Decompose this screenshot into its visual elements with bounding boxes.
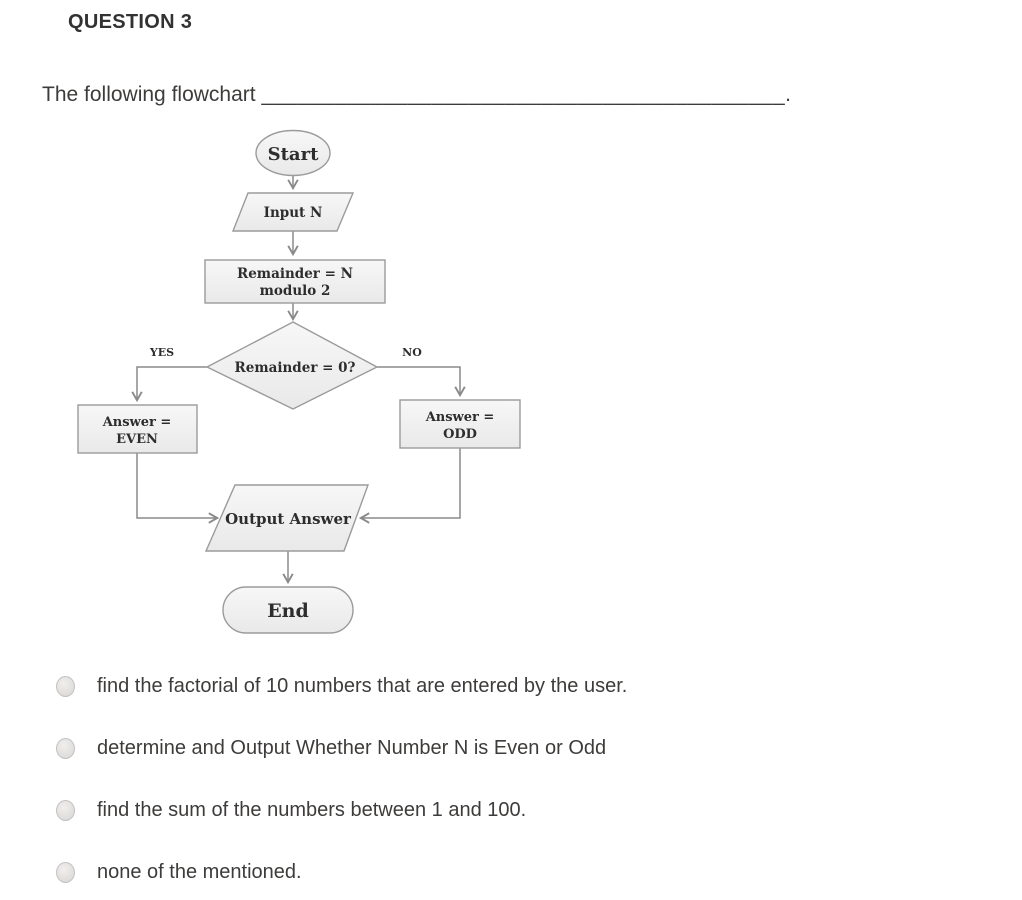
option-label: none of the mentioned.: [97, 860, 302, 883]
decision-diamond-shape: [205, 321, 379, 410]
flowchart-image: Start Input N Remainder = N modulo 2 Rem…: [55, 125, 585, 645]
even-label-line1: Answer =: [102, 415, 172, 430]
radio-button[interactable]: [56, 737, 75, 759]
prompt-text: The following flowchart: [42, 83, 262, 106]
even-rect-shape: [77, 404, 198, 454]
start-terminator-shape: [255, 129, 331, 177]
end-terminator-shape: [222, 586, 354, 634]
question-header: QUESTION 3: [68, 11, 193, 33]
option-label: find the sum of the numbers between 1 an…: [97, 798, 527, 821]
decision-label: Remainder = 0?: [235, 360, 356, 376]
radio-button[interactable]: [56, 861, 75, 883]
prompt-blank: ________________________________________…: [261, 83, 786, 106]
answer-options: find the factorial of 10 numbers that ar…: [56, 665, 956, 900]
prompt-period: .: [785, 83, 791, 106]
answer-option-4[interactable]: none of the mentioned.: [56, 851, 956, 893]
yes-branch-label: YES: [149, 346, 174, 359]
process-rect-shape: [204, 259, 386, 304]
no-branch-label: NO: [402, 346, 422, 359]
odd-label-line1: Answer =: [425, 410, 495, 425]
question-prompt: The following flowchart ________________…: [42, 83, 791, 107]
output-label: Output Answer: [225, 510, 352, 528]
output-parallelogram-shape: [204, 484, 369, 552]
answer-option-2[interactable]: determine and Output Whether Number N is…: [56, 727, 956, 769]
flow-connectors: [137, 176, 460, 581]
radio-button[interactable]: [56, 675, 75, 697]
answer-option-1[interactable]: find the factorial of 10 numbers that ar…: [56, 665, 956, 707]
even-label-line2: EVEN: [116, 432, 158, 447]
input-parallelogram-shape: [231, 192, 355, 232]
option-label: find the factorial of 10 numbers that ar…: [97, 674, 628, 697]
end-label: End: [267, 600, 309, 622]
odd-rect-shape: [399, 399, 521, 449]
start-label: Start: [268, 144, 319, 165]
radio-button[interactable]: [56, 799, 75, 821]
answer-option-3[interactable]: find the sum of the numbers between 1 an…: [56, 789, 956, 831]
input-label: Input N: [264, 205, 323, 221]
process-label-line1: Remainder = N: [237, 266, 353, 282]
process-label-line2: modulo 2: [260, 283, 331, 299]
option-label: determine and Output Whether Number N is…: [97, 736, 607, 759]
odd-label-line2: ODD: [443, 427, 477, 442]
